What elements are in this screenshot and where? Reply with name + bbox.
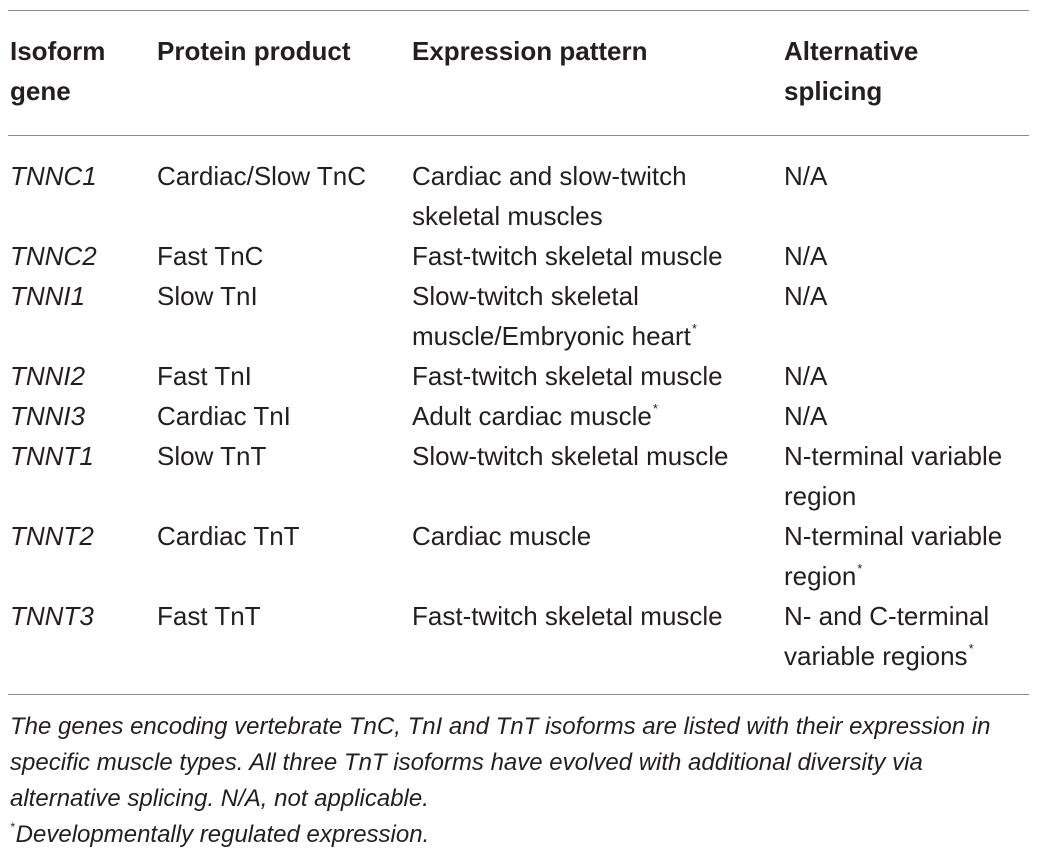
- protein-cell: Fast TnC: [157, 241, 264, 271]
- table-row: TNNT2 Cardiac TnT Cardiac muscle N-termi…: [10, 516, 1029, 596]
- isoform-table: Isoform gene Protein product Expression …: [8, 11, 1029, 694]
- expression-cell: Slow-twitch skeletal muscle/Embryonic he…: [412, 281, 697, 351]
- protein-cell: Fast TnI: [157, 361, 252, 391]
- expression-cell: Slow-twitch skeletal muscle: [412, 441, 729, 471]
- gene-cell: TNNC1: [10, 161, 97, 191]
- header-rule: [8, 135, 1029, 136]
- gene-cell: TNNT1: [10, 441, 94, 471]
- splicing-cell: N/A: [784, 281, 828, 311]
- splicing-cell: N/A: [784, 401, 828, 431]
- protein-cell: Fast TnT: [157, 601, 261, 631]
- gene-cell: TNNT2: [10, 521, 94, 551]
- splicing-cell: N-terminal variable region*: [784, 521, 1003, 591]
- gene-cell: TNNI3: [10, 401, 86, 431]
- protein-cell: Cardiac/Slow TnC: [157, 161, 367, 191]
- expression-cell: Cardiac muscle: [412, 521, 592, 551]
- header-alternative-splicing: Alternative splicing: [784, 36, 919, 106]
- splicing-cell: N/A: [784, 161, 828, 191]
- gene-cell: TNNC2: [10, 241, 97, 271]
- table-row: TNNI1 Slow TnI Slow-twitch skeletal musc…: [10, 276, 1029, 356]
- table-row: TNNT3 Fast TnT Fast-twitch skeletal musc…: [10, 596, 1029, 694]
- expression-cell: Cardiac and slow-twitch skeletal muscles: [412, 161, 687, 231]
- protein-cell: Slow TnT: [157, 441, 267, 471]
- header-isoform-gene: Isoform gene: [10, 36, 106, 106]
- splicing-cell: N-terminal variable region: [784, 441, 1003, 511]
- footnote-mark: *: [10, 820, 15, 834]
- table-caption: The genes encoding vertebrate TnC, TnI a…: [10, 713, 991, 812]
- expression-cell: Fast-twitch skeletal muscle: [412, 241, 723, 271]
- table-row: TNNC2 Fast TnC Fast-twitch skeletal musc…: [10, 236, 1029, 276]
- expression-cell: Fast-twitch skeletal muscle: [412, 601, 723, 631]
- expression-cell: Adult cardiac muscle*: [412, 401, 658, 431]
- isoform-table-container: Isoform gene Protein product Expression …: [8, 10, 1029, 853]
- bottom-rule: [8, 694, 1029, 695]
- footnote-text: Developmentally regulated expression.: [15, 821, 430, 848]
- splicing-cell: N/A: [784, 241, 828, 271]
- table-row: TNNI3 Cardiac TnI Adult cardiac muscle* …: [10, 396, 1029, 436]
- table-row: TNNC1 Cardiac/Slow TnC Cardiac and slow-…: [10, 136, 1029, 236]
- splicing-cell: N/A: [784, 361, 828, 391]
- header-row: Isoform gene Protein product Expression …: [10, 11, 1029, 135]
- expression-cell: Fast-twitch skeletal muscle: [412, 361, 723, 391]
- gene-cell: TNNI1: [10, 281, 86, 311]
- header-protein-product: Protein product: [157, 36, 351, 66]
- top-rule: [8, 10, 1029, 11]
- splicing-cell: N- and C-terminal variable regions*: [784, 601, 990, 671]
- protein-cell: Slow TnI: [157, 281, 258, 311]
- gene-cell: TNNT3: [10, 601, 94, 631]
- header-expression-pattern: Expression pattern: [412, 36, 648, 66]
- table-footnote: *Developmentally regulated expression.: [10, 817, 1029, 853]
- table-notes: The genes encoding vertebrate TnC, TnI a…: [10, 695, 1029, 853]
- table-row: TNNI2 Fast TnI Fast-twitch skeletal musc…: [10, 356, 1029, 396]
- protein-cell: Cardiac TnI: [157, 401, 291, 431]
- gene-cell: TNNI2: [10, 361, 86, 391]
- table-row: TNNT1 Slow TnT Slow-twitch skeletal musc…: [10, 436, 1029, 516]
- protein-cell: Cardiac TnT: [157, 521, 300, 551]
